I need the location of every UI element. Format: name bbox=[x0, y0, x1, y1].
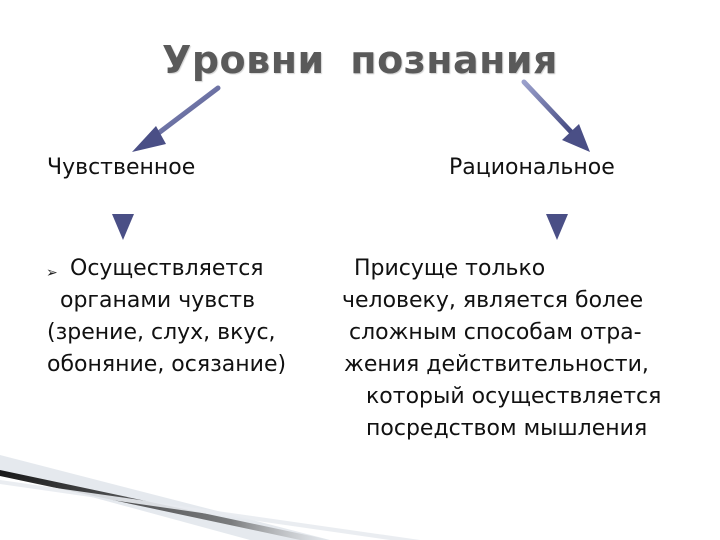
rational-line: сложным способам отра- bbox=[349, 320, 642, 345]
diagram-title: Уровни познания bbox=[162, 38, 558, 82]
rational-heading: Рациональное bbox=[449, 155, 615, 180]
rational-line: жения действительности, bbox=[344, 352, 649, 377]
arrow-title-to-sensory bbox=[132, 85, 221, 152]
sensory-line: обоняние, осязание) bbox=[47, 352, 287, 377]
sensory-line: органами чувств bbox=[60, 288, 256, 313]
rational-line: Присуще только bbox=[354, 256, 546, 281]
rational-line: человеку, является более bbox=[342, 288, 644, 313]
sensory-line: Осуществляется bbox=[70, 256, 264, 281]
arrow-bullet-icon: ➢ bbox=[46, 265, 58, 281]
arrow-title-to-rational bbox=[521, 79, 590, 152]
sensory-heading: Чувственное bbox=[47, 155, 196, 180]
arrow-sensory-down bbox=[112, 187, 134, 240]
rational-line: посредством мышления bbox=[366, 416, 648, 441]
rational-line: который осуществляется bbox=[366, 384, 662, 409]
decorative-stripes bbox=[0, 455, 420, 540]
sensory-line: (зрение, слух, вкус, bbox=[47, 320, 276, 345]
arrow-rational-down bbox=[546, 189, 568, 240]
